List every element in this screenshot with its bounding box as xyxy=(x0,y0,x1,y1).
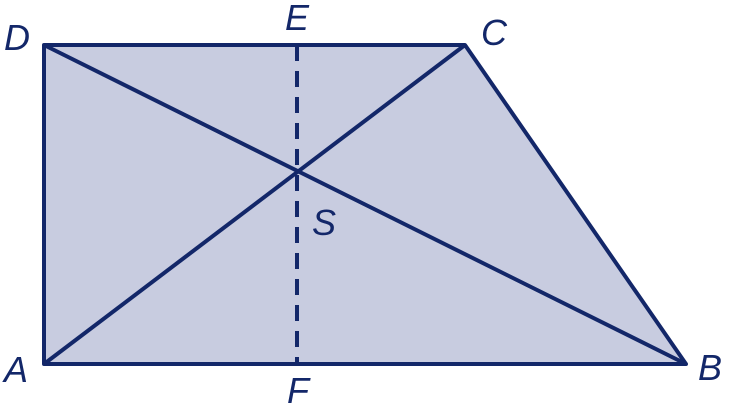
label-b: B xyxy=(698,347,722,388)
label-a: A xyxy=(2,349,28,390)
diagonal-ac xyxy=(42,43,467,366)
label-e: E xyxy=(285,0,310,38)
label-f: F xyxy=(287,370,311,409)
label-d: D xyxy=(4,17,30,58)
diagonal-bd xyxy=(43,43,687,366)
label-s: S xyxy=(312,202,336,243)
label-c: C xyxy=(481,12,508,53)
